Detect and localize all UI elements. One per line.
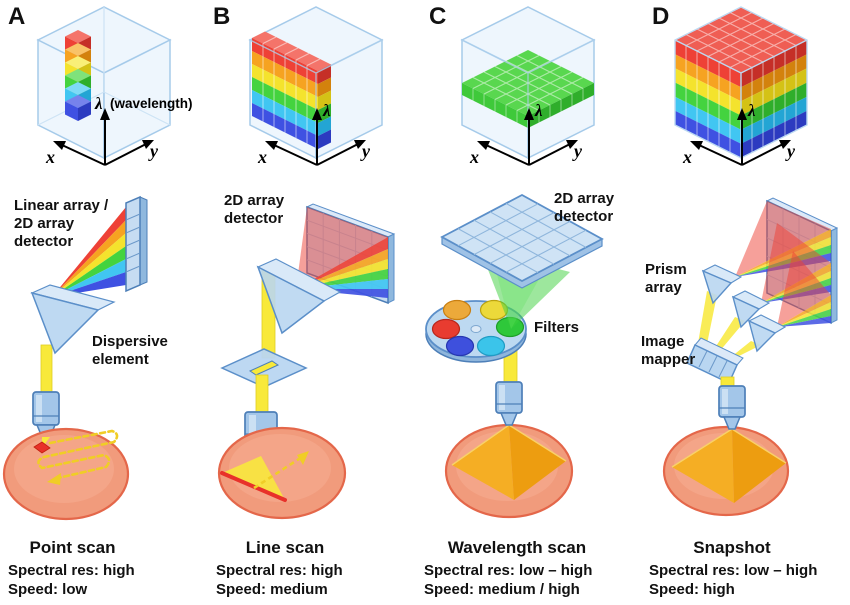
panel-letter-d: D (652, 3, 670, 30)
axis-x-label: x (469, 147, 479, 167)
spectral-res-value: Spectral res: high (216, 562, 343, 579)
dispersive-element-label: Dispersive element (92, 333, 168, 368)
detector-label: 2D array detector (554, 190, 615, 225)
full-voxel-cube (674, 6, 808, 159)
sample (2, 427, 130, 521)
axes: x y λ (257, 101, 371, 167)
axis-y-label: y (572, 141, 583, 161)
axis-y-label: y (148, 141, 159, 161)
dispersive-prism (30, 284, 116, 355)
line-focus (220, 456, 287, 502)
optics-a-illustration (2, 195, 148, 521)
filter-cyan (476, 335, 506, 357)
2d-array-detector (440, 193, 604, 289)
filter-amber (442, 299, 472, 321)
spectral-res-value: Spectral res: low – high (424, 562, 593, 579)
axis-lambda-label: λ (94, 94, 103, 113)
slit (220, 348, 308, 388)
spectral-res-value: Spectral res: high (8, 562, 135, 579)
objective-lens (495, 381, 523, 426)
dispersive-prism (256, 258, 342, 335)
prism-array (701, 264, 787, 353)
wide-field-light-pyramid (451, 424, 567, 500)
detector-label: 2D array detector (224, 192, 285, 227)
wheel-hub (470, 325, 482, 333)
axis-y-label: y (785, 141, 796, 161)
axis-x-label: x (257, 147, 267, 167)
image-mapper (686, 337, 744, 385)
optics-d-illustration (662, 197, 839, 517)
prism-array-label: Prism array (645, 261, 687, 296)
focal-spot (33, 437, 51, 454)
axes: x y λ (wavelength) (45, 94, 193, 167)
speed-value: Speed: medium (216, 581, 328, 598)
data-cube-a-illustration: x y λ (wavelength) (36, 6, 193, 167)
dispersed-fans (735, 201, 831, 327)
optics-c-illustration (425, 193, 604, 519)
panel-d: D (637, 0, 850, 605)
panel-title: Point scan (29, 538, 116, 557)
panel-letter-b: B (213, 3, 231, 30)
linear-array-detector (125, 195, 148, 293)
axis-wavelength-note: (wavelength) (110, 96, 193, 111)
rainbow-fan (52, 207, 126, 297)
axis-lambda-label: λ (322, 101, 331, 120)
scan-direction-arrow (253, 451, 309, 490)
axis-x-label: x (682, 147, 692, 167)
axis-lambda-label: λ (747, 101, 756, 120)
relay-beam (255, 374, 269, 416)
raster-scan-path (37, 429, 119, 485)
excitation-beam (40, 344, 53, 396)
data-cube-b-illustration: x y λ (248, 6, 384, 167)
speed-value: Speed: low (8, 581, 88, 598)
detector-label: Linear array / 2D array detector (14, 197, 109, 250)
speed-value: Speed: high (649, 581, 735, 598)
panel-c: C x y λ (424, 0, 637, 605)
panel-title: Wavelength scan (447, 538, 587, 557)
filter-blue (445, 335, 475, 357)
filter-red (431, 318, 461, 340)
axes: x y λ (469, 101, 583, 167)
axis-x-label: x (45, 147, 55, 167)
panel-letter-a: A (8, 3, 26, 30)
panel-title: Line scan (245, 538, 325, 557)
panel-letter-c: C (429, 3, 447, 30)
image-mapper-label: Image mapper (641, 333, 696, 368)
panel-title: Snapshot (693, 538, 771, 557)
panel-b: B (212, 0, 424, 605)
filters-label: Filters (534, 319, 580, 336)
data-cube-d-illustration: x y λ (674, 6, 808, 167)
axis-lambda-label: λ (534, 101, 543, 120)
spectral-res-value: Spectral res: low – high (649, 562, 818, 579)
voxel-stack (65, 30, 91, 121)
panel-a: A x y λ (w (0, 0, 212, 605)
data-cube-c-illustration: x y λ (460, 6, 596, 167)
objective-lens (718, 385, 746, 430)
axes: x y λ (682, 101, 796, 167)
speed-value: Speed: medium / high (424, 581, 580, 598)
axis-y-label: y (360, 141, 371, 161)
wide-field-light-pyramid (671, 428, 787, 503)
optics-b-illustration (217, 203, 396, 520)
